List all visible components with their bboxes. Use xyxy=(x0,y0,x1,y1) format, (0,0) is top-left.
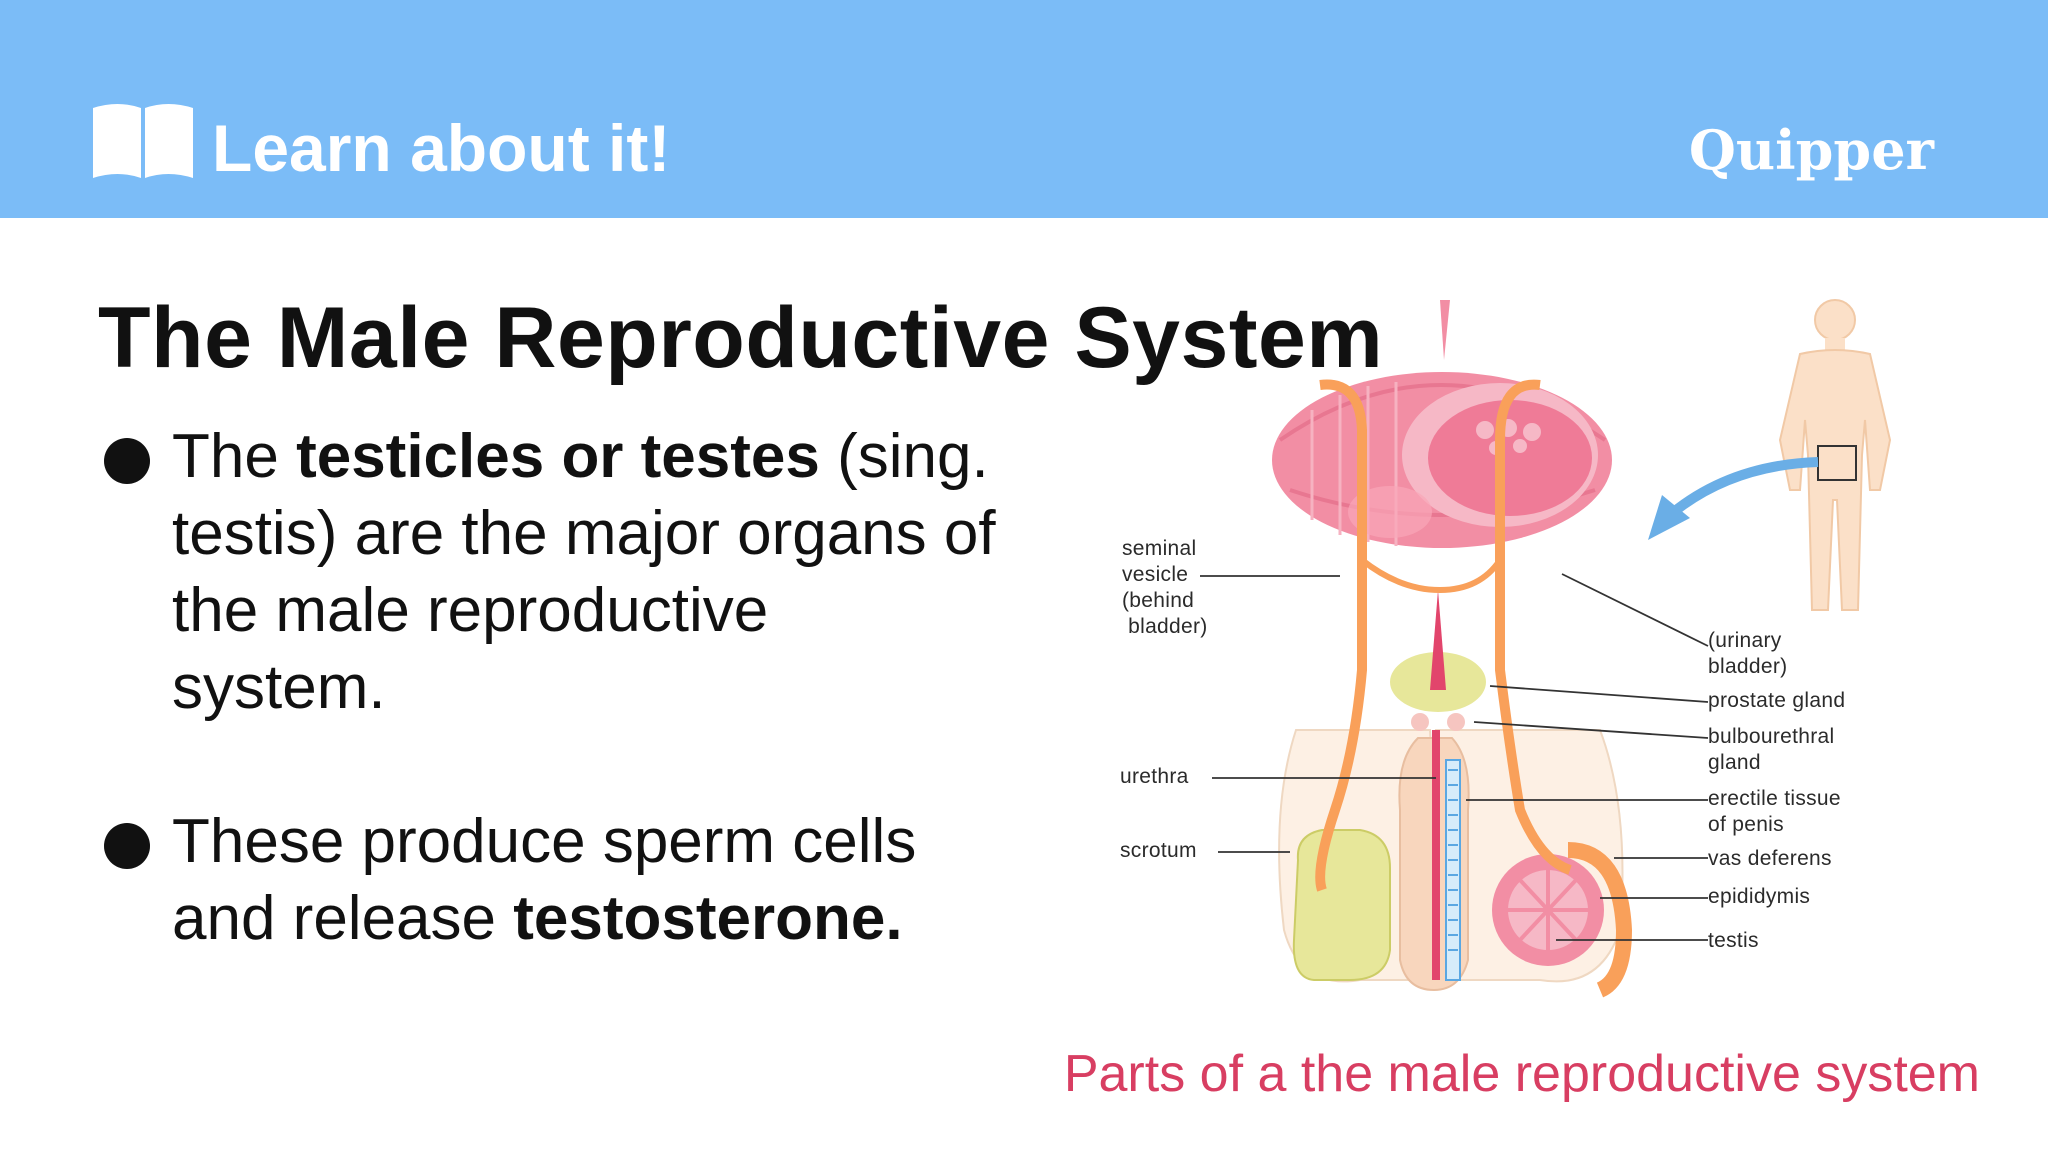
bullet-item: These produce sperm cells and release te… xyxy=(98,803,998,957)
bullet-bold-term: testosterone. xyxy=(513,884,903,953)
vas-deferens-left xyxy=(1315,379,1367,892)
brand-logo: Quipper xyxy=(1688,118,1934,182)
label-seminal-vesicle: seminal vesicle (behind bladder) xyxy=(1122,537,1208,638)
book-icon xyxy=(93,104,193,178)
label-testis: testis xyxy=(1708,929,1759,952)
figure-caption: Parts of a the male reproductive system xyxy=(1063,1045,1980,1103)
vas-deferens-right xyxy=(1495,379,1572,875)
bullet-list: The testicles or testes (sing. testis) a… xyxy=(98,418,998,957)
label-vas-deferens: vas deferens xyxy=(1708,847,1832,870)
label-urinary-bladder: (urinary bladder) xyxy=(1708,629,1788,678)
header-bar: Learn about it! Quipper xyxy=(0,0,2048,218)
bullet-dot-icon xyxy=(104,823,150,869)
label-epididymis: epididymis xyxy=(1708,885,1811,908)
bullet-dot-icon xyxy=(104,438,150,484)
bullet-item: The testicles or testes (sing. testis) a… xyxy=(98,418,998,726)
bullet-bold-term: testicles or testes xyxy=(296,422,820,491)
label-urethra: urethra xyxy=(1120,765,1189,788)
anatomy-diagram: seminal vesicle (behind bladder) urethra… xyxy=(1100,290,2020,1030)
body-silhouette-icon xyxy=(1778,299,1892,611)
bullet-text: (sing. testis) are the major organs of t… xyxy=(172,422,996,722)
bladder-shape xyxy=(1272,300,1612,548)
label-prostate-gland: prostate gland xyxy=(1708,689,1846,712)
label-scrotum: scrotum xyxy=(1120,839,1197,862)
pointer-arrow-icon xyxy=(1666,457,1819,519)
bullet-text: The xyxy=(172,422,297,491)
leader-lines xyxy=(1200,573,1709,941)
label-erectile-tissue: erectile tissue of penis xyxy=(1708,787,1841,836)
label-bulbourethral-gland: bulbourethral gland xyxy=(1708,725,1835,774)
slide-title: The Male Reproductive System xyxy=(98,290,1384,386)
header-title: Learn about it! xyxy=(212,111,671,185)
diagram-illustration xyxy=(1200,299,1892,998)
bullet-text: These produce sperm cells and release xyxy=(172,807,917,953)
